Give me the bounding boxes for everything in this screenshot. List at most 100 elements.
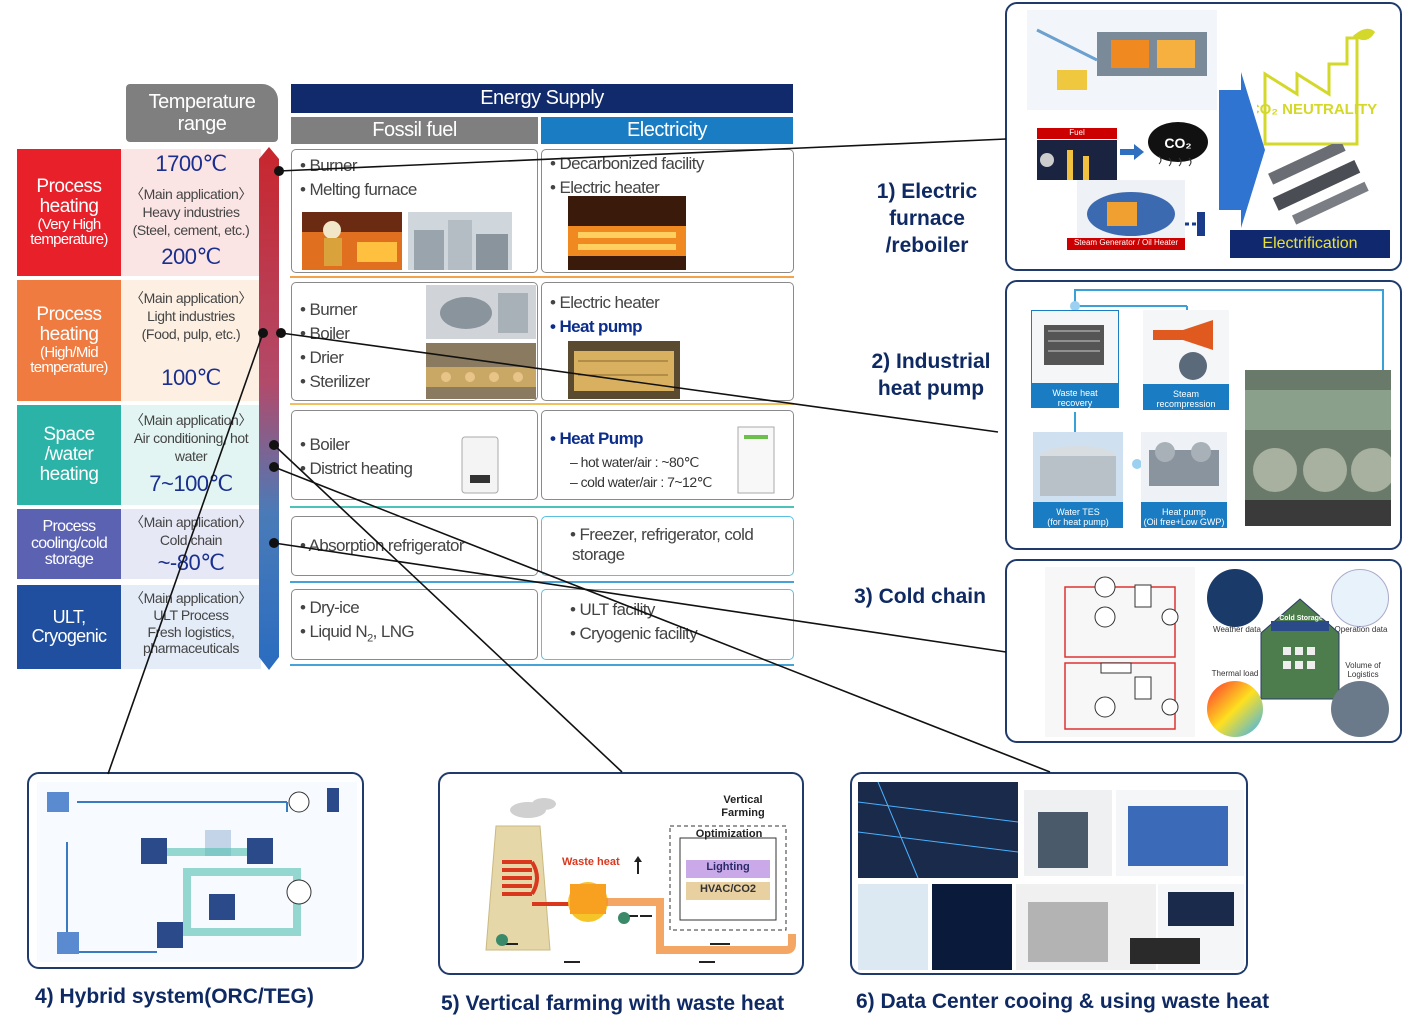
energy-supply-header: Energy Supply <box>291 84 793 113</box>
chiller-photo <box>1141 432 1227 502</box>
temp-bg-1 <box>121 149 261 276</box>
temp-cell-5: 〈Main application〉 ULT Process Fresh log… <box>130 590 252 657</box>
temp-cell-3: 〈Main application〉 Air conditioning, hot… <box>121 411 261 498</box>
refinery-photo <box>1037 140 1117 180</box>
cold-chain-panel: Weather data Operation data Cold Storage… <box>1005 559 1402 743</box>
electric-panel-5: • ULT facility • Cryogenic facility <box>541 589 794 660</box>
data-center-panel <box>850 772 1248 975</box>
steel-worker-photo <box>302 212 402 270</box>
compressor-icon <box>1143 310 1229 384</box>
operation-data-tile <box>1331 569 1389 627</box>
heat-pump-unit-icon <box>737 426 775 494</box>
water-tes-box: Water TES (for heat pump) <box>1033 432 1123 528</box>
industrial-heat-pump-panel: Waste heat recovery Steam recompression … <box>1005 280 1402 550</box>
fossil-panel-5: • Dry-ice • Liquid N2, LNG <box>291 589 538 660</box>
row-divider-5 <box>290 664 794 666</box>
callout-4-label: 4) Hybrid system(ORC/TEG) <box>35 985 314 1008</box>
temp-cell-1: 1700℃ 〈Main application〉 Heavy industrie… <box>121 150 261 272</box>
callout-2-label: 2) Industrial heat pump <box>871 350 991 400</box>
electric-heater-photo <box>568 196 686 270</box>
category-high-mid: Process heating (High/Mid temperature) <box>17 280 121 401</box>
cold-storage-label: Cold Storage <box>1279 615 1323 622</box>
water-tank-photo <box>1033 432 1123 502</box>
temp-cell-2: 〈Main application〉 Light industries (Foo… <box>121 289 261 392</box>
dashed-arrow-icon <box>1185 212 1205 236</box>
temperature-range-label: Temperature range <box>148 91 256 135</box>
data-center-collage <box>858 782 1244 970</box>
temperature-range-header: Temperature range <box>126 84 278 142</box>
wall-boiler-icon <box>461 436 499 494</box>
row-divider-2 <box>290 403 794 405</box>
category-ult: ULT, Cryogenic <box>17 585 121 669</box>
logistics-tile <box>1331 681 1389 737</box>
immersion-heater-photo <box>1268 144 1369 225</box>
energy-supply-label: Energy Supply <box>480 87 604 109</box>
refrigeration-cycle-diagram <box>1045 567 1195 737</box>
heat-pump-box: Heat pump (Oil free+Low GWP) <box>1141 432 1227 528</box>
callout-1-label: 1) Electric furnace /reboiler <box>876 180 978 257</box>
temp-1700: 1700℃ <box>155 151 227 176</box>
steam-generator-photo <box>1077 180 1185 248</box>
arrow-right-icon <box>1120 144 1144 160</box>
thermal-load-tile <box>1207 681 1263 737</box>
weather-data-tile <box>1207 569 1263 627</box>
vertical-farming-panel: Vertical Farming Optimization Lighting H… <box>438 772 804 975</box>
callout-3-label: 3) Cold chain <box>854 585 986 608</box>
hybrid-system-panel <box>27 772 364 969</box>
fossil-panel-1: • Burner • Melting furnace <box>291 149 538 273</box>
vertical-farming-title: Vertical Farming <box>721 794 765 819</box>
cold-storage-house-icon <box>1260 598 1340 700</box>
electrification-panel: Fuel CO₂ Steam Generator / Oil Heater CO… <box>1005 2 1402 271</box>
temperature-gradient-bar <box>259 147 279 670</box>
electricity-header: Electricity <box>541 117 793 144</box>
fossil-fuel-header: Fossil fuel <box>291 117 538 144</box>
temp-minus80: ~-80℃ <box>157 550 225 576</box>
temp-7-100: 7~100℃ <box>149 470 233 496</box>
temp-cell-4: 〈Main application〉 Cold chain ~-80℃ <box>121 513 261 578</box>
paper-mill-photo <box>1245 370 1391 526</box>
steam-generator-tag: Steam Generator / Oil Heater <box>1067 238 1185 250</box>
waste-heat-label: Waste heat <box>562 856 620 868</box>
big-arrow-icon <box>1219 72 1265 228</box>
fossil-panel-4: • Absorption refrigerator <box>291 516 538 576</box>
lighting-label: Lighting <box>706 861 750 873</box>
category-very-high: Process heating (Very High temperature) <box>17 149 121 276</box>
row-divider-4 <box>290 581 794 583</box>
fryer-photo <box>568 341 680 399</box>
heat-exchanger-icon <box>1032 311 1118 383</box>
fuel-tag: Fuel <box>1037 128 1117 139</box>
hvac-label: HVAC/CO2 <box>699 883 757 895</box>
furnace-plant-photo <box>408 212 512 270</box>
callout-6-label: 6) Data Center cooing & using waste heat <box>856 990 1270 1013</box>
temp-200: 200℃ <box>161 244 221 270</box>
electric-panel-1: • Decarbonized facility • Electric heate… <box>541 149 794 273</box>
waste-heat-recovery-box: Waste heat recovery <box>1031 310 1119 408</box>
callout-5-label: 5) Vertical farming with waste heat <box>441 992 785 1015</box>
thermal-load-label: Thermal load <box>1211 669 1259 678</box>
fossil-panel-3: • Boiler • District heating <box>291 410 538 500</box>
electricity-label: Electricity <box>626 119 708 141</box>
orc-teg-diagram <box>37 782 357 962</box>
electrification-bar: Electrification <box>1230 230 1390 258</box>
electric-panel-3: • Heat Pump – hot water/air : ~80℃ – col… <box>541 410 794 500</box>
steam-recompression-box: Steam recompression <box>1143 310 1229 410</box>
fossil-panel-2: • Burner • Boiler • Drier • Sterilizer <box>291 282 538 401</box>
food-line-photo <box>426 343 536 399</box>
electric-panel-4: • Freezer, refrigerator, cold storage <box>541 516 794 576</box>
category-cooling: Process cooling/cold storage <box>17 509 121 579</box>
fossil-fuel-label: Fossil fuel <box>372 119 457 141</box>
boiler-room-photo <box>426 285 536 339</box>
weather-data-label: Weather data <box>1213 625 1261 634</box>
co2-cloud-icon: CO₂ <box>1148 122 1208 167</box>
vertical-farming-diagram <box>485 798 796 963</box>
volume-logistics-label: Volume of Logistics <box>1345 661 1381 679</box>
temp-100: 100℃ <box>161 364 221 390</box>
electric-panel-2: • Electric heater • Heat pump <box>541 282 794 401</box>
row-divider-1 <box>290 276 794 278</box>
liquid-n2-lng: • Liquid N2, LNG <box>300 622 415 645</box>
optimization-label: Optimization <box>695 828 763 840</box>
co2-neutrality-icon: CO₂ NEUTRALITY <box>1257 28 1377 146</box>
co2-text: CO₂ <box>1164 135 1191 151</box>
furnace-diagram <box>1027 10 1217 110</box>
co2-neutrality-text: CO₂ NEUTRALITY <box>1257 101 1377 118</box>
